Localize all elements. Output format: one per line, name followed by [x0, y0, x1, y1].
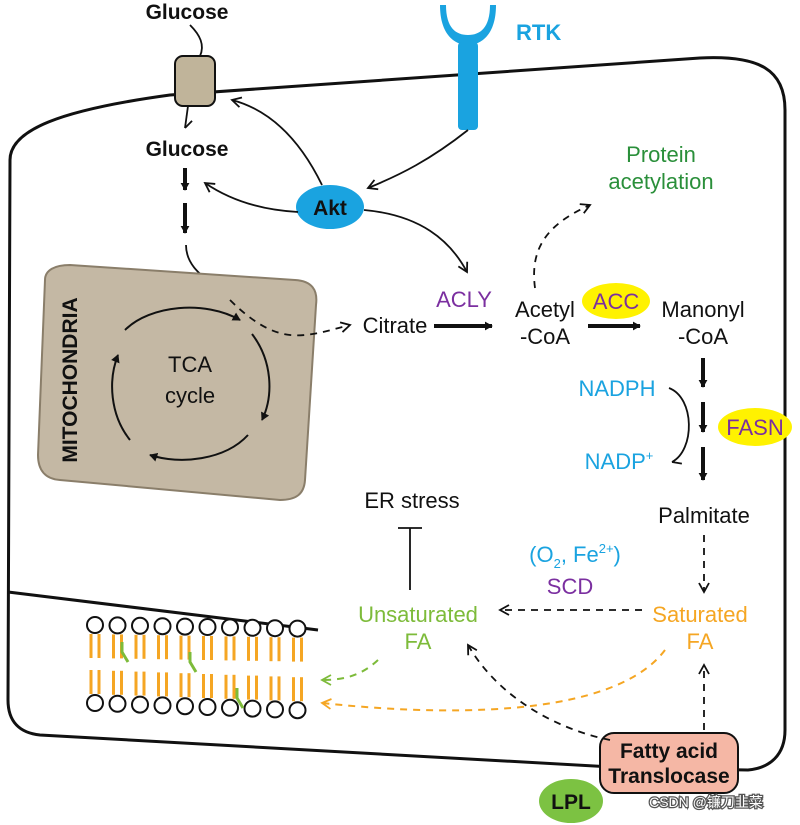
acly-label: ACLY — [436, 287, 492, 312]
er-stress-label: ER stress — [364, 488, 459, 513]
lipid-head — [266, 700, 284, 719]
lipid-head — [288, 701, 307, 720]
rtk-to-akt-arrow — [366, 129, 469, 191]
fatty-acid-translocase — [599, 732, 739, 794]
unsaturated-lipid-tail — [235, 688, 245, 709]
glucose-outside-label: Glucose — [146, 1, 229, 24]
lpl-label: LPL — [551, 791, 591, 814]
unsaturated-fa-label-line2: FA — [405, 629, 432, 654]
nadph-label: NADPH — [578, 376, 655, 401]
malonylcoa-label-line1: Manonyl — [661, 297, 744, 322]
unsaturated-to-membrane-arrow — [320, 659, 379, 686]
saturated-fa-label-line1: Saturated — [652, 602, 747, 627]
palmitate-label: Palmitate — [658, 503, 750, 528]
lpl-node — [539, 779, 603, 823]
protein-acetylation-label-line1: Protein — [626, 142, 696, 167]
nadp-text: NADP — [585, 449, 646, 474]
lipid-head — [131, 616, 149, 635]
unsaturated-inhibits-er-stress — [398, 527, 422, 590]
lipid-head — [153, 617, 172, 636]
lipid-head — [86, 616, 104, 634]
lipid-head — [108, 616, 127, 635]
acc-label: ACC — [593, 289, 640, 314]
lipid-head — [131, 695, 149, 714]
protein-acetylation-label-line2: acetylation — [608, 169, 713, 194]
saturated-to-membrane-arrow — [320, 649, 666, 712]
lipid-head — [153, 696, 172, 715]
mitochondria-label: MITOCHONDRIA — [59, 297, 82, 462]
acetylcoa-to-protein-acetylation-arrow — [533, 203, 592, 289]
fasn-highlight — [718, 408, 792, 446]
glucose-exit-arrow — [184, 105, 193, 129]
translocase-label-line1: Fatty acid — [620, 740, 718, 763]
tca-label-line1: TCA — [168, 352, 212, 377]
lipid-head — [221, 618, 239, 637]
cofactor-close: ) — [614, 542, 621, 567]
lipid-head — [86, 694, 104, 712]
lipid-head — [288, 619, 307, 638]
citrate-label: Citrate — [363, 313, 428, 338]
nadp-label: NADP+ — [585, 448, 654, 474]
watermark: CSDN @镰刀韭菜 — [649, 794, 763, 810]
glucose-inside-label: Glucose — [146, 138, 229, 161]
translocase-to-unsaturated-arrow — [467, 643, 611, 741]
lipid-bilayer — [86, 616, 307, 720]
acetylcoa-label-line2: -CoA — [520, 324, 570, 349]
unsaturated-lipid-tail — [188, 652, 198, 673]
saturated-fa-label-line2: FA — [687, 629, 714, 654]
lipid-head — [266, 619, 284, 638]
rtk-label: RTK — [516, 20, 561, 45]
unsaturated-fa-label-line1: Unsaturated — [358, 602, 478, 627]
cell-membrane — [6, 56, 787, 772]
cofactor-label: (O2, Fe2+) — [529, 541, 621, 571]
rtk-receptor-icon — [440, 5, 496, 130]
mitochondria-body — [36, 263, 318, 502]
acc-highlight — [582, 283, 650, 319]
cofactor-open: (O — [529, 542, 553, 567]
tca-cycle-arrows — [111, 306, 271, 462]
akt-to-transporter-arrow — [230, 96, 323, 186]
lipid-head — [198, 698, 217, 716]
lipid-head — [243, 699, 262, 718]
glucose-entry-line — [189, 24, 203, 57]
lipid-head — [198, 618, 217, 636]
lipid-head — [108, 694, 127, 713]
acetylcoa-label-line1: Acetyl — [515, 297, 575, 322]
lipid-head — [176, 697, 194, 716]
lipid-head — [243, 618, 262, 637]
cofactor-fe-sup: 2+ — [599, 541, 614, 556]
tca-label-line2: cycle — [165, 383, 215, 408]
mito-to-citrate-arrow — [229, 299, 352, 337]
akt-node — [296, 185, 364, 229]
akt-label: Akt — [313, 197, 347, 220]
unsaturated-lipid-tail — [120, 642, 130, 663]
glucose-transporter — [174, 55, 216, 107]
cofactor-o-sub: 2 — [554, 556, 561, 571]
lipid-head — [221, 698, 239, 717]
akt-to-glycolysis-arrow — [203, 181, 299, 213]
nadph-to-nadp-arrow — [668, 387, 690, 465]
akt-to-acly-arrow — [363, 209, 469, 274]
lipid-head — [176, 617, 194, 636]
malonylcoa-label-line2: -CoA — [678, 324, 728, 349]
cofactor-mid: , Fe — [561, 542, 599, 567]
nadp-superscript: + — [646, 448, 654, 463]
translocase-label-line2: Translocase — [608, 765, 729, 788]
scd-label: SCD — [547, 574, 593, 599]
fasn-label: FASN — [726, 415, 783, 440]
